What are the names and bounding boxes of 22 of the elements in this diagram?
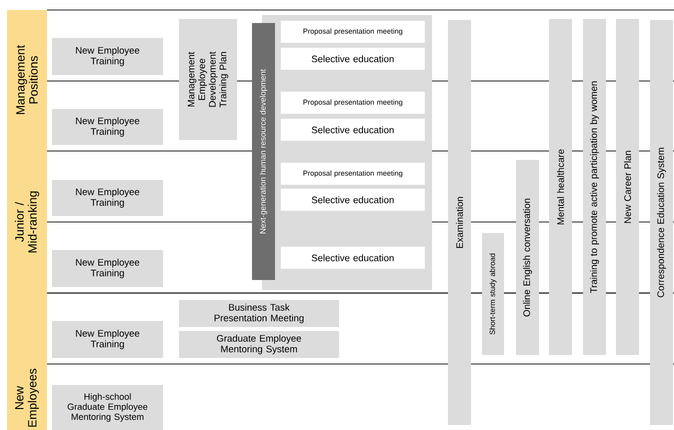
program-box: Selective education	[280, 188, 425, 211]
program-box: Examination	[448, 20, 471, 425]
program-box: New Employee Training	[52, 109, 163, 145]
category-label: Junior / Mid-ranking	[14, 191, 40, 252]
program-box: Business Task Presentation Meeting	[179, 300, 339, 327]
category-label: Management Positions	[16, 45, 38, 114]
program-box: New Career Plan	[616, 19, 639, 355]
program-box: Online English conversation	[516, 160, 539, 355]
program-box: Graduate Employee Mentoring System	[179, 330, 339, 358]
program-box: Correspondence Education System	[650, 20, 673, 425]
program-box: Selective education	[280, 118, 425, 141]
program-box: Selective education	[280, 48, 425, 70]
program-box: Selective education	[280, 246, 425, 269]
program-box: New Employee Training	[52, 250, 163, 287]
program-box: New Employee Training	[52, 320, 163, 358]
program-box: Training to promote active participation by women	[583, 19, 606, 355]
category-label: New Employees	[15, 368, 39, 427]
program-box: New Employee Training	[52, 180, 163, 216]
program-box: Management Employee Development Training Plan	[179, 19, 237, 140]
program-box: Mental healthcare	[549, 19, 572, 355]
program-box: New Employee Training	[52, 38, 163, 75]
program-box: High-school Graduate Employee Mentoring System	[52, 384, 163, 430]
